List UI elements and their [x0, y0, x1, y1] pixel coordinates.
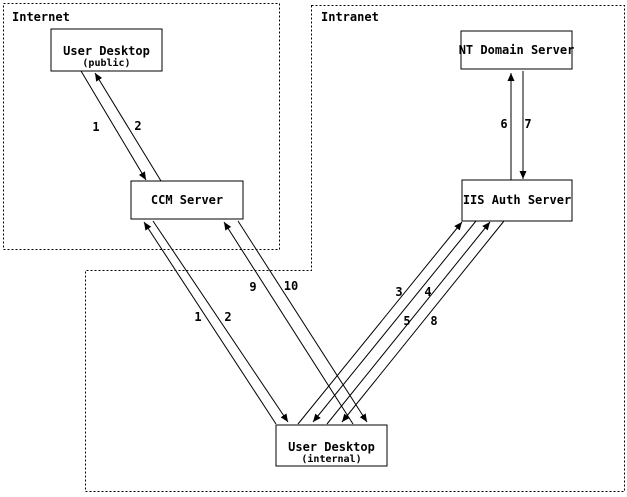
zone-internet-label: Internet	[12, 10, 70, 24]
edge-2-ccm-to-internal-desktop	[152, 220, 289, 423]
edge-8-iis-auth-to-internal-desktop	[341, 220, 505, 423]
edge-label-6: 6	[500, 117, 507, 131]
edge-label-1-lower: 1	[194, 310, 201, 324]
edge-label-3: 3	[395, 285, 402, 299]
edge-label-1-upper: 1	[92, 120, 99, 134]
node-user-desktop-internal-sublabel: (internal)	[301, 453, 361, 465]
edge-label-7: 7	[524, 117, 531, 131]
node-user-desktop-public-sublabel: (public)	[82, 57, 130, 69]
node-ccm-server-label: CCM Server	[151, 193, 223, 207]
node-nt-domain-server-label: NT Domain Server	[459, 43, 575, 57]
edge-1-internal-desktop-to-ccm	[143, 221, 277, 425]
node-nt-domain-server: NT Domain Server	[459, 30, 575, 70]
edge-label-2-lower: 2	[224, 310, 231, 324]
edge-1-public-desktop-to-ccm	[80, 70, 147, 181]
node-iis-auth-server: IIS Auth Server	[461, 179, 573, 222]
node-user-desktop-internal-label: User Desktop	[288, 440, 375, 454]
edge-4-iis-auth-to-internal-desktop	[312, 220, 477, 423]
edge-9-internal-desktop-to-ccm	[223, 221, 354, 425]
edge-label-5: 5	[403, 314, 410, 328]
zone-intranet-border	[85, 5, 625, 492]
node-user-desktop-public: User Desktop (public)	[50, 28, 163, 72]
node-user-desktop-public-label: User Desktop	[63, 44, 150, 58]
edge-3-internal-desktop-to-iis-auth	[297, 221, 463, 425]
zone-internet-border	[3, 3, 280, 250]
edge-label-8: 8	[430, 314, 437, 328]
edge-label-9: 9	[249, 280, 256, 294]
node-user-desktop-internal: User Desktop (internal)	[275, 424, 388, 467]
edge-5-internal-desktop-to-iis-auth	[326, 221, 491, 425]
node-nt-domain-server-box	[460, 30, 573, 70]
zone-intranet-label: Intranet	[321, 10, 379, 24]
node-user-desktop-internal-box	[275, 424, 388, 467]
edge-10-ccm-to-internal-desktop	[237, 220, 368, 423]
node-ccm-server: CCM Server	[130, 180, 244, 220]
node-iis-auth-server-box	[461, 179, 573, 222]
edge-label-10: 10	[284, 279, 298, 293]
edge-label-4: 4	[424, 285, 431, 299]
edge-label-2-upper: 2	[134, 119, 141, 133]
node-iis-auth-server-label: IIS Auth Server	[463, 193, 571, 207]
node-ccm-server-box	[130, 180, 244, 220]
edge-2-ccm-to-public-desktop	[94, 72, 162, 182]
node-user-desktop-public-box	[50, 28, 163, 72]
